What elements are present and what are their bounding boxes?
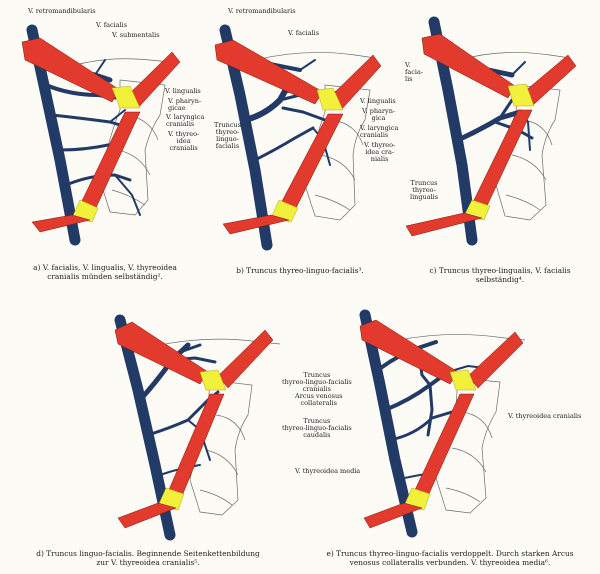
figure-a-illustration [21,24,181,246]
omohyoid-muscle [363,393,475,529]
label-c-v-facialis: V. facia- lis [405,61,424,83]
label-b-v-facialis: V. facialis [288,29,320,37]
digastric-muscle [421,33,577,107]
label-e-v-thyreoidea-cranialis: V. thyreoidea cranialis [508,412,582,420]
omohyoid-muscle [405,109,533,237]
omohyoid-muscle [222,113,344,235]
caption-d: d) Truncus linguo-facialis. Beginnende S… [36,549,260,567]
label-b-truncus: Truncus thyreo- linguo- facialis [214,121,241,150]
omohyoid-muscle [117,393,225,529]
label-e-truncus-caudalis: Truncus thyreo-linguo-facialis caudalis [282,417,352,439]
label-a-v-facialis: V. facialis [96,21,128,29]
caption-a: a) V. facialis, V. lingualis, V. thyreoi… [33,263,177,281]
label-b-v-thyreoidea-cranialis: V. thyreo- idea cra- nialis [364,141,396,163]
label-a-v-lingualis: V. lingualis [165,87,201,95]
label-a-v-thyreoidea-cranialis: V. thyreo- idea cranialis [168,130,200,152]
digastric-muscle [359,319,524,391]
label-b-v-retromandibularis: V. retromandibularis [228,7,296,15]
label-b-v-laryngica-cranialis: V. laryngica cranialis [360,124,399,139]
label-a-v-laryngica-cranialis: V. laryngica cranialis [166,113,205,128]
caption-b: b) Truncus thyreo-linguo-facialis³. [236,266,364,275]
label-b-v-lingualis: V. lingualis [360,97,396,105]
label-b-v-pharyngica: V. pharyn- gica [362,107,396,122]
digastric-muscle [21,37,181,109]
figure-b-illustration [214,24,382,251]
label-a-v-pharyngicae: V. pharyn- gicae [168,97,202,112]
caption-e: e) Truncus thyreo-linguo-facialis verdop… [326,549,574,567]
figure-e-illustration [359,309,526,538]
digastric-muscle [214,39,382,111]
label-a-v-submentalis: V. submentalis [112,31,160,39]
figure-d-illustration [114,314,281,541]
digastric-muscle [114,321,274,391]
omohyoid-muscle [31,111,141,233]
label-a-v-retromandibularis: V. retromandibularis [28,7,96,15]
label-e-v-thyreoidea-media: V. thyreoidea media [295,467,361,475]
label-c-truncus: Truncus thyreo- lingualis [410,179,439,201]
caption-c: c) Truncus thyreo-lingualis, V. facialis… [429,266,571,284]
label-e-truncus-cranialis: Truncus thyreo-linguo-facialis cranialis [282,371,352,393]
figure-c-illustration [405,16,577,246]
label-e-arcus: Arcus venosus collateralis [295,392,343,407]
